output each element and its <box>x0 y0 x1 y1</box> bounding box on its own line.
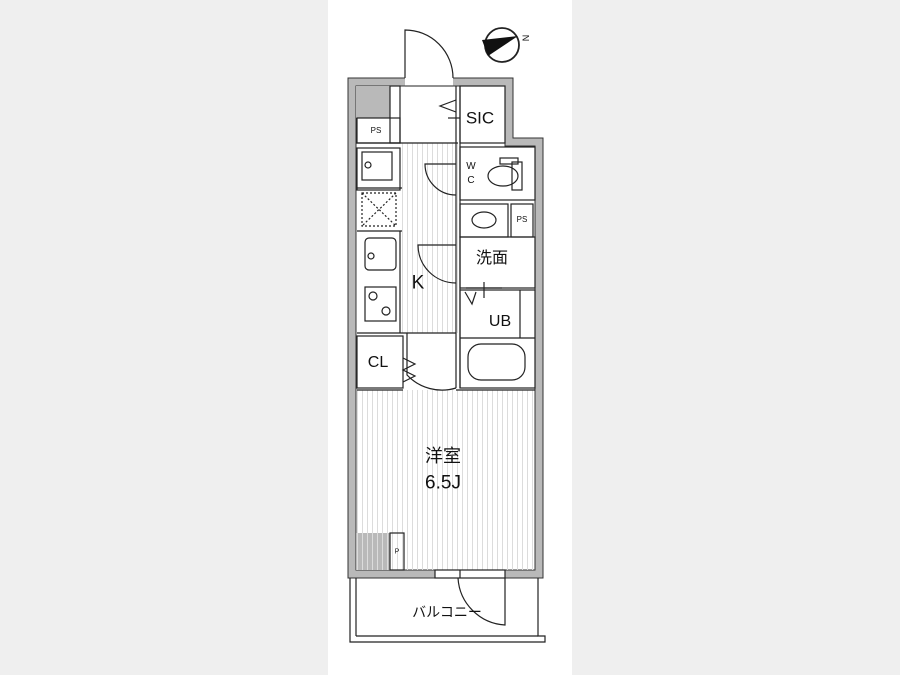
washroom-door <box>417 244 457 284</box>
label-closet: CL <box>367 354 389 371</box>
label-kitchen: K <box>411 272 425 294</box>
bathtub-icon <box>467 343 526 381</box>
wall-block-top-left <box>356 86 390 118</box>
room-door <box>406 333 457 391</box>
unit-bath <box>459 289 536 389</box>
label-main-room: 洋室 <box>425 446 461 466</box>
wash-sink-area <box>459 203 509 238</box>
balcony-outline <box>349 578 546 643</box>
fridge-space <box>356 147 401 191</box>
label-sic: SIC <box>465 108 495 128</box>
sic-room <box>459 85 506 144</box>
label-ps-top: PS <box>370 126 382 135</box>
main-room-floor <box>357 390 535 570</box>
kitchen-floor <box>400 143 458 333</box>
label-ps-wash: PS <box>516 215 528 224</box>
toilet-icon <box>487 165 519 187</box>
kitchen-sink-icon <box>364 237 397 271</box>
stove-icon <box>364 286 397 322</box>
label-balcony: バルコニー <box>412 604 482 620</box>
wc-room <box>459 146 536 201</box>
washer-space <box>361 192 397 227</box>
pipe-space <box>389 532 405 571</box>
label-washroom: 洗面 <box>475 250 509 267</box>
entrance-door <box>404 29 454 79</box>
balcony-door <box>457 577 506 626</box>
label-unit-bath: UB <box>488 313 512 330</box>
label-pipe: P <box>394 548 400 556</box>
label-wc-c: C <box>467 175 475 186</box>
closet <box>356 335 404 389</box>
label-wc-w: W <box>466 161 476 172</box>
compass-north-label: N <box>520 34 531 42</box>
wc-door <box>424 163 457 196</box>
label-main-room-size: 6.5J <box>425 472 461 494</box>
wash-basin-icon <box>471 211 497 229</box>
